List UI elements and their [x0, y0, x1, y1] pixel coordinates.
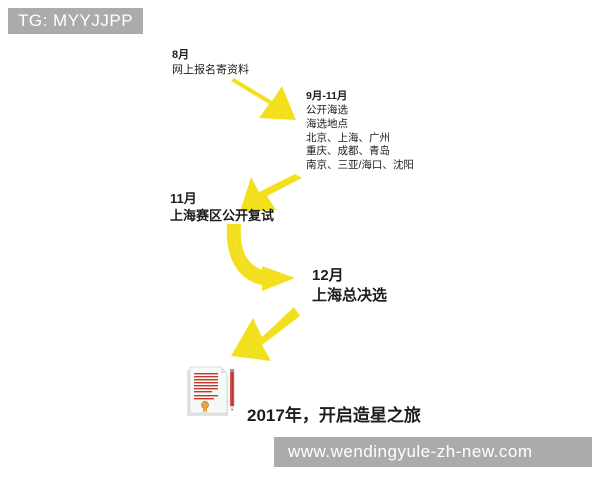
site-url-watermark-text: www.wendingyule-zh-new.com — [288, 442, 533, 461]
step-heading: 9月-11月 — [306, 90, 348, 102]
certificate-document-icon — [187, 366, 235, 416]
site-url-watermark-badge: www.wendingyule-zh-new.com — [274, 437, 592, 467]
flow-step-december: 12月 上海总决选 — [312, 266, 387, 306]
arrow-step4-to-result — [231, 307, 300, 361]
step-line: 公开海选 — [306, 103, 348, 116]
flow-step-november: 11月 上海赛区公开复试 — [170, 190, 274, 224]
step-line: 海选地点 — [306, 117, 348, 130]
telegram-watermark-badge: TG: MYYJJPP — [8, 8, 144, 34]
step-heading: 11月 — [170, 191, 197, 206]
step-line: 南京、三亚/海口、沈阳 — [306, 159, 414, 172]
step-line: 北京、上海、广州 — [306, 131, 390, 144]
arrow-step3-to-step4 — [226, 224, 295, 291]
step-line: 上海总决选 — [312, 286, 388, 304]
step-line: 网上报名寄资料 — [172, 63, 249, 76]
step-heading: 8月 — [172, 49, 190, 61]
telegram-watermark-text: TG: MYYJJPP — [18, 11, 134, 30]
flow-step-august: 8月 网上报名寄资料 — [172, 48, 249, 77]
step-heading: 12月 — [312, 267, 344, 284]
step-line: 重庆、成都、青岛 — [306, 145, 390, 158]
flow-step-sep-nov: 9月-11月 公开海选 海选地点 北京、上海、广州 重庆、成都、青岛 南京、三亚… — [306, 90, 414, 173]
result-caption: 2017年，开启造星之旅 — [247, 406, 421, 425]
step-line: 上海赛区公开复试 — [170, 208, 275, 224]
arrow-step1-to-step2 — [231, 78, 296, 120]
